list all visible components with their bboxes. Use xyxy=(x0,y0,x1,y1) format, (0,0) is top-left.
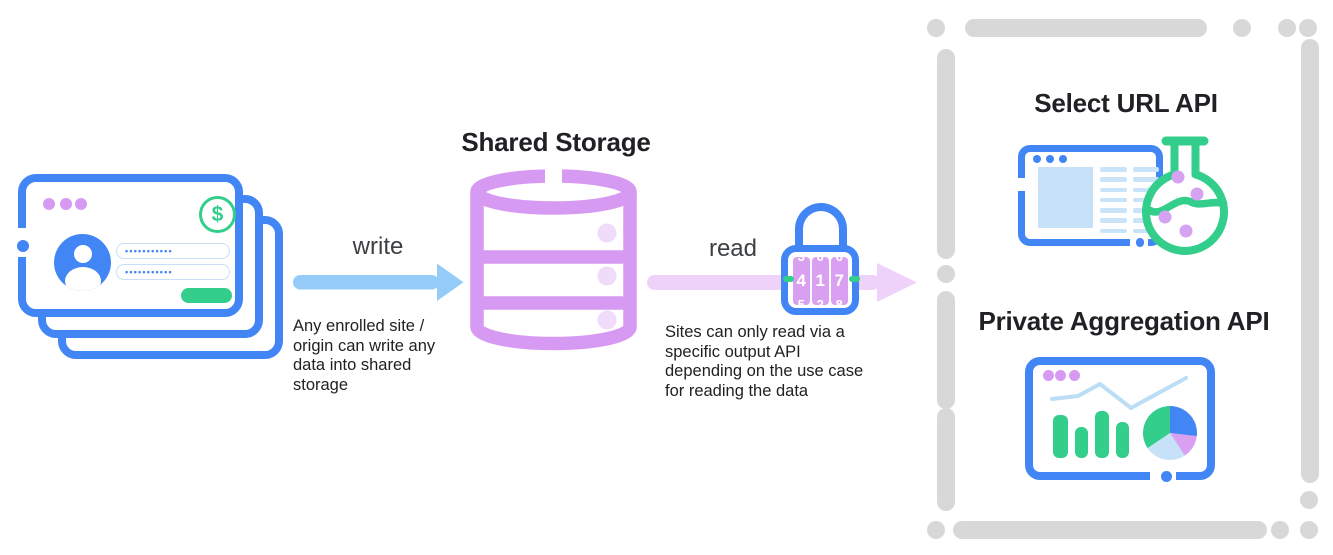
text-lines-column xyxy=(1100,167,1127,234)
dollar-badge-icon: $ xyxy=(199,196,236,233)
browser-preview-icon xyxy=(1018,145,1163,248)
lock-dial[interactable]: 6 7 8 xyxy=(831,257,848,305)
lock-code-digit: 4 xyxy=(796,271,806,290)
lock-dials: 3 4 5 0 1 2 6 7 8 xyxy=(793,257,848,305)
flask-icon xyxy=(1142,136,1228,255)
write-label: write xyxy=(352,233,404,260)
bar-chart xyxy=(1053,411,1129,458)
password-dots: ••••••••••• xyxy=(125,267,173,277)
lock-shackle xyxy=(795,203,847,250)
border-notch-dot xyxy=(16,239,29,252)
border-notch-dot xyxy=(1135,238,1144,247)
border-notch-dot xyxy=(1160,471,1172,482)
write-caption: Any enrolled site / origin can write any… xyxy=(293,317,436,394)
output-gate-dashed-frame xyxy=(927,19,1319,539)
window-chrome-dot xyxy=(1068,369,1080,381)
database-cylinder-icon xyxy=(470,167,637,351)
lock-code-digit: 7 xyxy=(834,271,844,290)
user-avatar-icon xyxy=(54,234,111,291)
lock-side-dash xyxy=(849,276,860,282)
line-chart xyxy=(1050,376,1188,410)
lock-dial[interactable]: 0 1 2 xyxy=(812,257,829,305)
submit-button[interactable] xyxy=(181,288,232,303)
window-chrome-dot xyxy=(43,198,55,210)
private-aggregation-api-title: Private Aggregation API xyxy=(978,306,1270,336)
lock-side-dash xyxy=(783,276,794,282)
write-arrow xyxy=(293,263,464,301)
window-chrome-dot xyxy=(59,198,72,210)
shared-storage-title: Shared Storage xyxy=(461,127,651,157)
password-input[interactable]: ••••••••••• xyxy=(116,243,230,259)
border-notch xyxy=(1018,178,1025,191)
window-chrome-dot xyxy=(1059,155,1067,163)
window-chrome-dot xyxy=(1055,369,1066,381)
dashboard-icon xyxy=(1025,357,1215,482)
window-chrome-dot xyxy=(1042,369,1054,381)
combination-lock-icon: 3 4 5 0 1 2 6 7 8 xyxy=(770,195,870,325)
dashboard-charts xyxy=(1050,376,1198,460)
select-url-api-title: Select URL API xyxy=(1034,88,1218,118)
lock-code-digit: 1 xyxy=(815,271,825,290)
window-chrome-dot xyxy=(1046,155,1054,163)
lock-dial[interactable]: 3 4 5 xyxy=(793,257,810,305)
read-label: read xyxy=(708,235,758,262)
pie-chart xyxy=(1142,406,1198,460)
dollar-sign: $ xyxy=(211,202,224,226)
window-chrome-dot xyxy=(74,198,87,210)
password-dots: ••••••••••• xyxy=(125,246,173,256)
window-chrome-dot xyxy=(1033,155,1041,163)
password-input[interactable]: ••••••••••• xyxy=(116,264,230,280)
read-caption: Sites can only read via a specific outpu… xyxy=(665,323,864,400)
login-window: $ ••••••••••• ••••••••••• xyxy=(16,174,243,317)
content-placeholder-block xyxy=(1038,167,1093,228)
